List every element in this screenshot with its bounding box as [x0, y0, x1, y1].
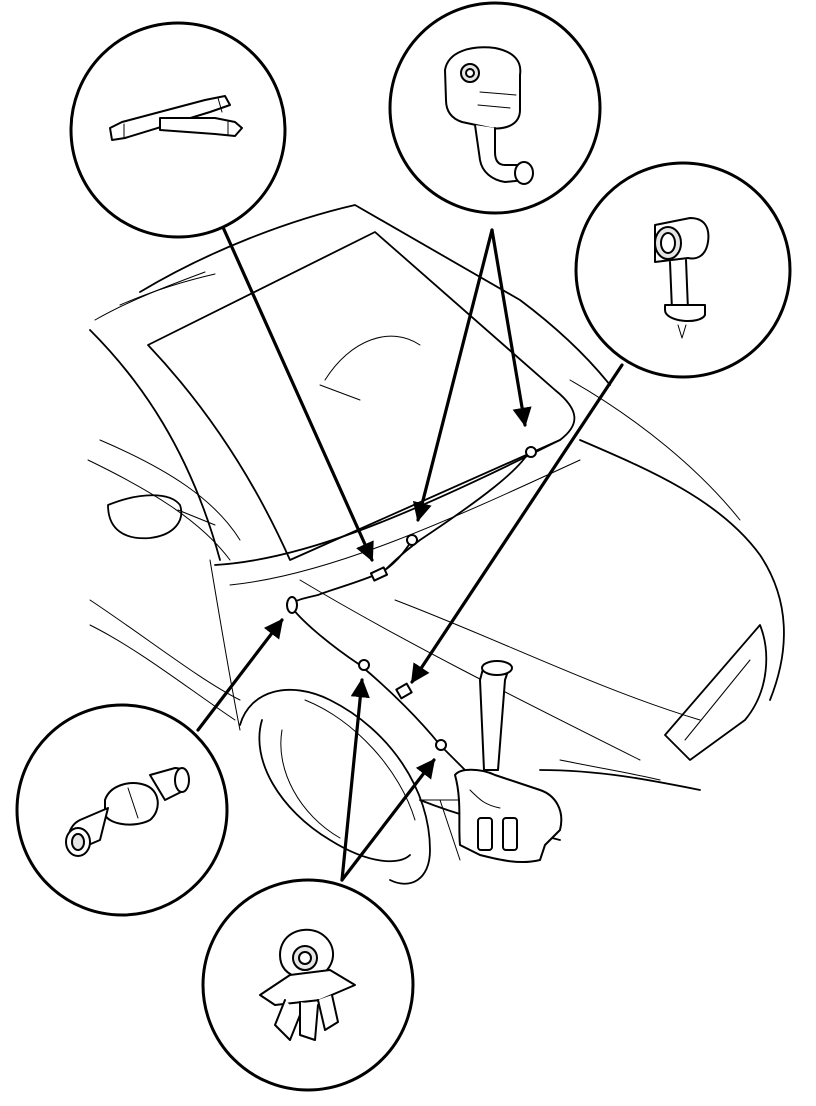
callout-hose-clamp	[574, 161, 792, 379]
callout-check-valve	[15, 703, 229, 917]
tee-joint-marker	[369, 566, 389, 582]
callout-washer-nozzle	[388, 1, 602, 215]
callout-hose-tee-joint	[69, 21, 287, 239]
check-valve-marker	[395, 682, 413, 700]
clip-lower-marker	[435, 739, 447, 751]
clip-upper-marker	[358, 659, 370, 671]
washer-reservoir	[454, 660, 563, 864]
arrow-hose-clamp	[410, 363, 624, 684]
hose-tee-joint-icon	[109, 95, 243, 141]
arrow-check-valve	[196, 618, 284, 732]
nozzle-left-marker	[406, 534, 418, 546]
arrow-nozzle-left	[412, 228, 494, 522]
arrow-tee-joint	[220, 223, 374, 562]
leader-arrows	[196, 223, 624, 882]
inline-check-valve-icon	[65, 767, 190, 857]
hose-clamp-icon	[654, 217, 710, 339]
car-body	[87, 204, 785, 885]
arrow-nozzle-right	[490, 228, 532, 427]
hose-bend-marker	[286, 596, 298, 614]
washer-nozzle-icon	[444, 46, 534, 185]
arrow-clip-lower	[340, 758, 436, 882]
washer-hose	[286, 446, 537, 776]
hose-clip-icon	[259, 928, 356, 1041]
nozzle-right-marker	[525, 446, 537, 458]
arrow-clip-upper	[340, 678, 370, 882]
callout-hose-clip	[201, 878, 415, 1092]
